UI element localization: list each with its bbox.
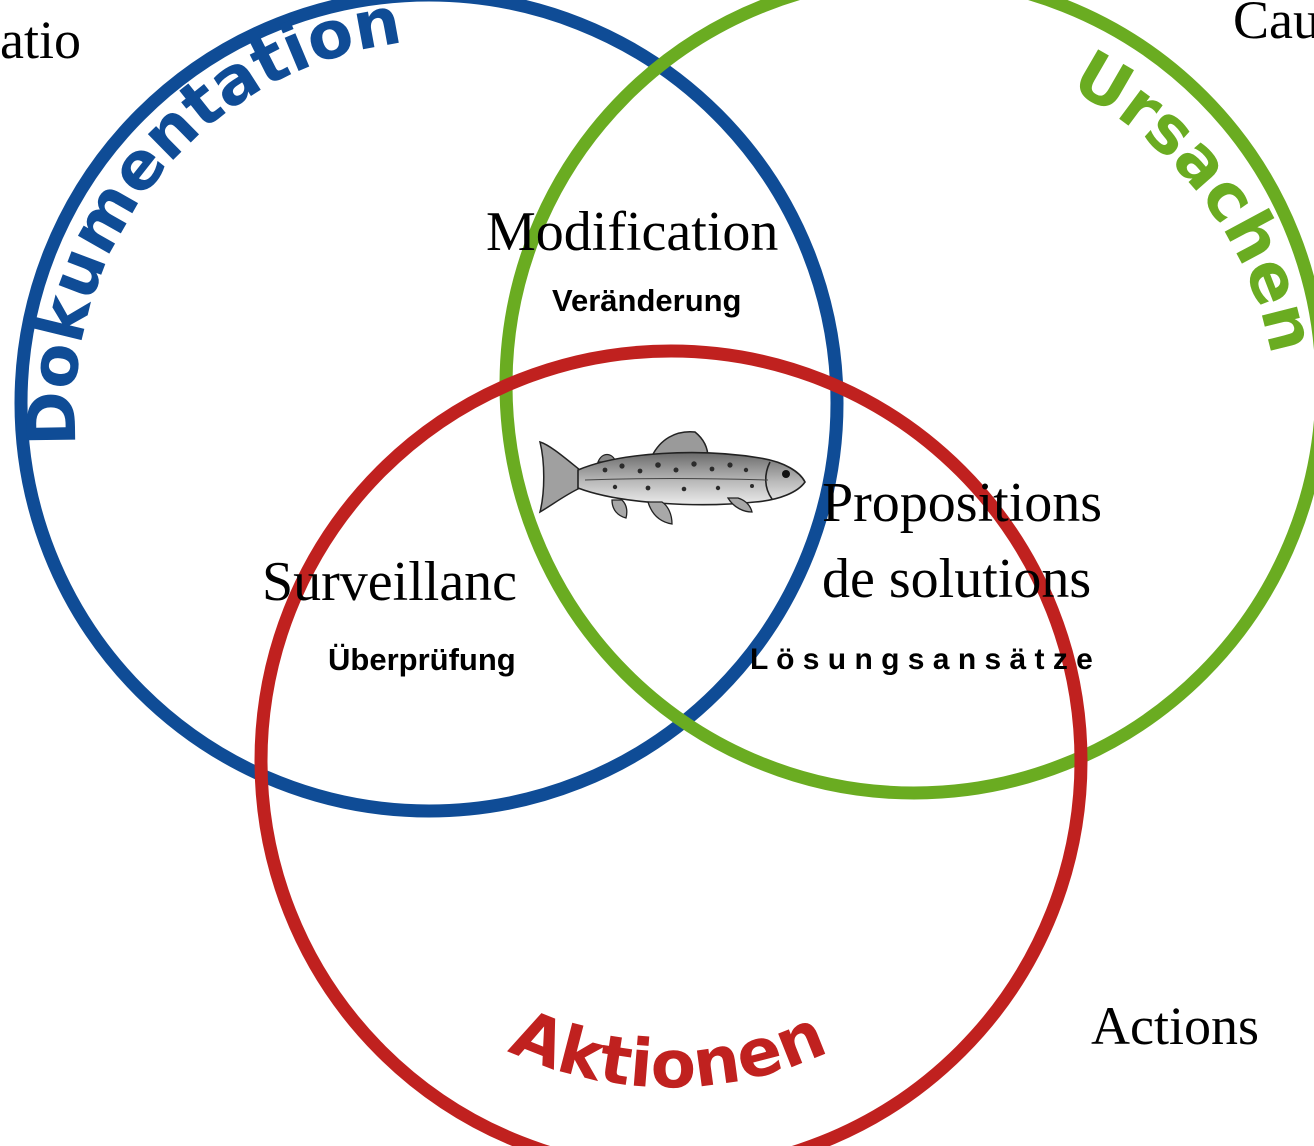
veraenderung-label: Veränderung (552, 283, 742, 318)
modification-label: Modification (486, 201, 778, 263)
corner-label-top-right: Cau (1233, 0, 1314, 50)
ueberpruefung-label: Überprüfung (328, 642, 516, 677)
surveillance-label: Surveillanc (262, 551, 517, 613)
de-solutions-label: de solutions (822, 548, 1091, 610)
actions-circle (254, 344, 1088, 1146)
propositions-label: Propositions (822, 472, 1102, 534)
corner-label-bottom-right: Actions (1091, 996, 1259, 1056)
actions-circle-label: Aktionen (501, 994, 836, 1103)
corner-label-top-left: atio (0, 10, 81, 70)
svg-text:Aktionen: Aktionen (501, 994, 836, 1103)
trout-fish-icon (538, 431, 806, 525)
documentation-circle (14, 0, 844, 818)
loesungsansaetze-label: L ö s u n g s a n s ä t z e (750, 643, 1093, 676)
